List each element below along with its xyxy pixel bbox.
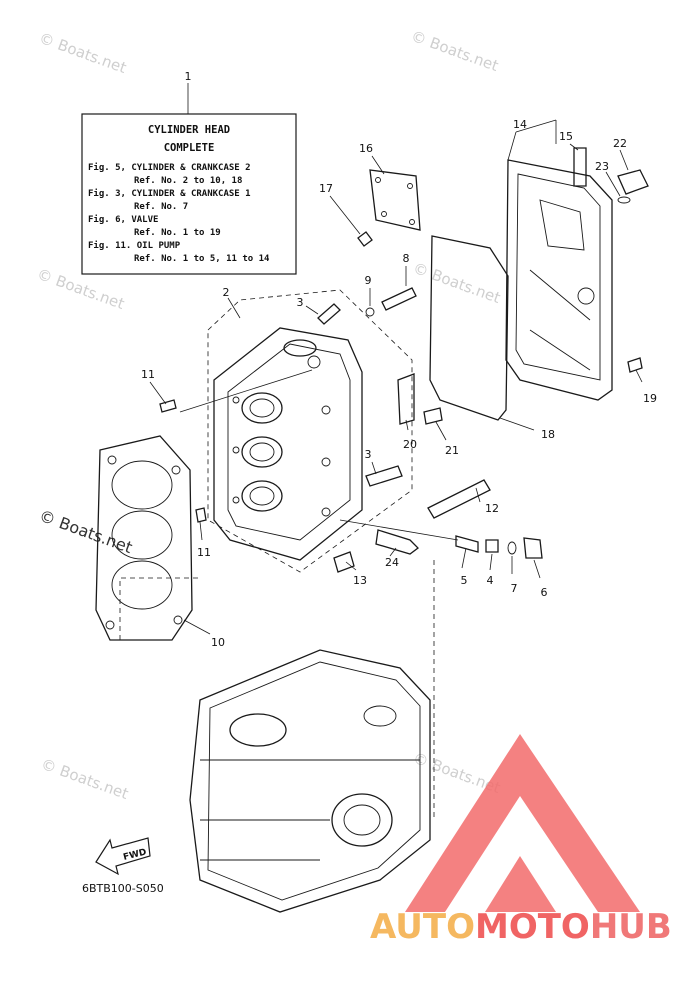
callout-18: 18	[541, 428, 555, 441]
note-line: Fig. 6, VALVE	[88, 214, 158, 225]
dowel-11a	[159, 399, 177, 413]
plug-15	[573, 147, 587, 187]
callout-12: 12	[485, 502, 499, 515]
callout-10: 10	[211, 636, 225, 649]
note-line: Fig. 5, CYLINDER & CRANKCASE 2	[88, 162, 251, 173]
callouts: 1 2 3 3 4 5 6 7 8 9 10 11 11 12 13 14 15…	[141, 70, 657, 649]
sensor-24	[375, 529, 419, 555]
brand-hub: HUB	[590, 907, 672, 947]
callout-14: 14	[513, 118, 527, 131]
callout-6: 6	[541, 586, 548, 599]
callout-24: 24	[385, 556, 399, 569]
callout-9: 9	[365, 274, 372, 287]
cap-22	[617, 169, 649, 195]
note-line: Fig. 3, CYLINDER & CRANKCASE 1	[88, 188, 251, 199]
callout-21: 21	[445, 444, 459, 457]
bolt-12	[427, 479, 491, 519]
callout-5: 5	[461, 574, 468, 587]
bolt-19	[627, 357, 643, 373]
pin-3b	[365, 465, 403, 487]
o-ring-23	[617, 196, 631, 204]
note-line: Ref. No. 1 to 19	[134, 228, 221, 238]
plug-5	[455, 535, 479, 553]
note-line: Ref. No. 2 to 10, 18	[134, 176, 242, 186]
callout-17: 17	[319, 182, 333, 195]
callout-15: 15	[559, 130, 573, 143]
watermark: © Boats.net	[37, 506, 135, 557]
callout-1: 1	[185, 70, 192, 83]
brand-logo: AUTOMOTOHUB	[370, 734, 672, 947]
callout-13: 13	[353, 574, 367, 587]
brand-auto: AUTO	[370, 907, 475, 947]
head-cover	[505, 159, 613, 401]
cover-plate	[369, 169, 421, 231]
arrow-icon	[95, 837, 151, 876]
drawing-code: 6BTB100-S050	[82, 882, 164, 895]
dowel-11b	[195, 507, 207, 523]
cover-gasket	[429, 235, 509, 421]
logo-mark-core	[485, 856, 556, 912]
callout-2: 2	[223, 286, 230, 299]
small-parts	[159, 147, 649, 573]
note-line: Fig. 11. OIL PUMP	[88, 240, 181, 251]
leader-lines	[149, 119, 643, 635]
callout-7: 7	[511, 582, 518, 595]
note-title-2: COMPLETE	[164, 142, 215, 154]
callout-19: 19	[643, 392, 657, 405]
note-title-1: CYLINDER HEAD	[148, 124, 230, 136]
callout-11: 11	[197, 546, 211, 559]
bracket-20	[397, 373, 415, 425]
note-box-frame	[81, 113, 297, 275]
note-line: Ref. No. 7	[134, 202, 188, 212]
note-line: Ref. No. 1 to 5, 11 to 14	[134, 254, 270, 264]
pin-3a	[317, 303, 341, 325]
callout-23: 23	[595, 160, 609, 173]
head-gasket	[95, 435, 193, 641]
callout-4: 4	[487, 574, 494, 587]
brand-moto: MOTO	[475, 907, 590, 947]
note-box: CYLINDER HEAD COMPLETE Fig. 5, CYLINDER …	[81, 83, 297, 275]
bolt-21	[423, 407, 443, 425]
callout-20: 20	[403, 438, 417, 451]
crankcase-boundary	[119, 560, 435, 820]
washer-9	[365, 307, 375, 317]
crankcase	[189, 649, 431, 913]
callout-3: 3	[297, 296, 304, 309]
watermark: © Boats.net	[409, 27, 501, 75]
washer-7	[507, 541, 517, 555]
watermark: © Boats.net	[37, 29, 129, 77]
watermark: © Boats.net	[411, 259, 503, 307]
cylinder-head-boundary	[207, 289, 413, 573]
watermark: © Boats.net	[39, 755, 131, 803]
bolt-17	[357, 231, 373, 247]
callout-22: 22	[613, 137, 627, 150]
bolt-8	[381, 287, 417, 311]
logo-mark-inner	[445, 796, 598, 912]
plug-6	[523, 537, 543, 559]
callout-3: 3	[365, 448, 372, 461]
cylinder-head	[213, 327, 363, 561]
fwd-arrow: FWD	[95, 837, 151, 876]
callout-16: 16	[359, 142, 373, 155]
brand-name: AUTOMOTOHUB	[370, 907, 672, 947]
sleeve-4	[485, 539, 499, 553]
callout-11: 11	[141, 368, 155, 381]
callout-8: 8	[403, 252, 410, 265]
bolt-13	[333, 551, 355, 573]
